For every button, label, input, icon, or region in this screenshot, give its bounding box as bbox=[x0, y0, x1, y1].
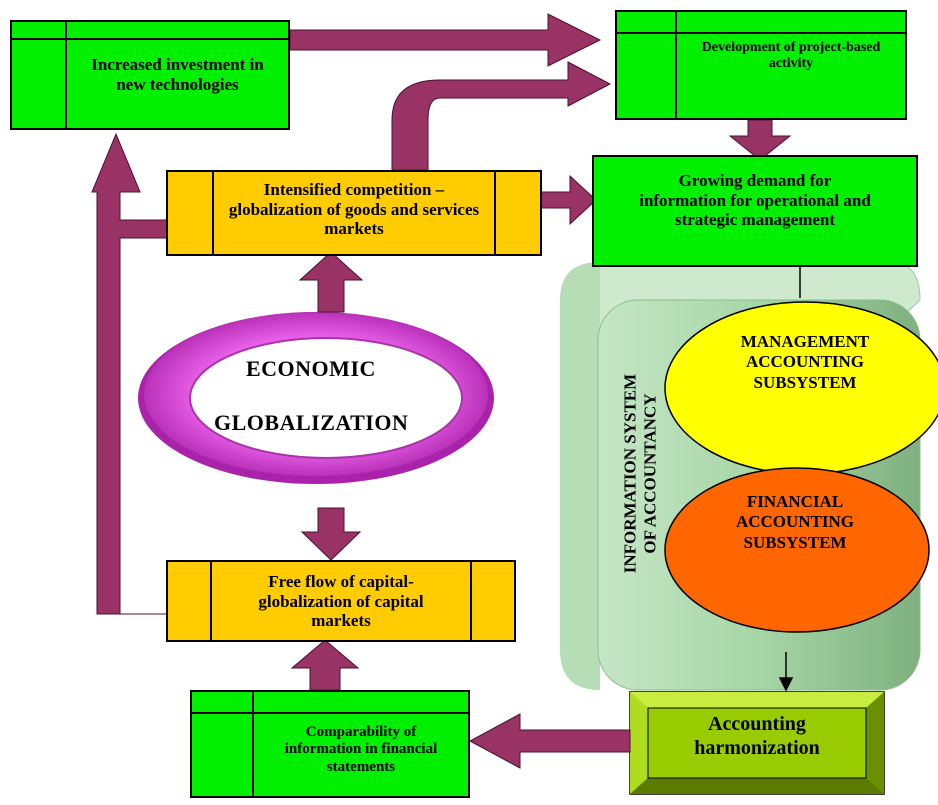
label-management-subsystem: MANAGEMENT ACCOUNTING SUBSYSTEM bbox=[740, 332, 870, 392]
arrow-harmonization-to-comparability bbox=[468, 713, 631, 769]
label-info-system-line2: OF ACCOUNTANCY bbox=[640, 393, 659, 554]
box-increased-investment-divider bbox=[65, 22, 67, 128]
arrow-comparability-to-freeflow bbox=[290, 639, 360, 691]
label-economic: ECONOMIC bbox=[246, 356, 376, 381]
arrow-ring-to-competition bbox=[298, 251, 364, 313]
label-info-system: INFORMATION SYSTEM OF ACCOUNTANCY bbox=[620, 334, 659, 614]
arrow-ring-to-freeflow bbox=[300, 507, 362, 561]
box-project-activity: Development of project-based activity bbox=[615, 10, 907, 120]
arrow-competition-to-demand bbox=[539, 174, 597, 226]
financial-ellipse bbox=[664, 467, 930, 633]
box-comparability-divider bbox=[252, 692, 254, 796]
arrow-loop-to-investment bbox=[91, 132, 169, 615]
box-growing-demand: Growing demand for information for opera… bbox=[592, 155, 918, 267]
box-free-flow: Free flow of capital- globalization of c… bbox=[166, 560, 516, 642]
label-info-system-line1: INFORMATION SYSTEM bbox=[620, 373, 640, 574]
arrow-investment-to-project bbox=[289, 13, 602, 67]
box-competition-right-bar bbox=[494, 172, 496, 254]
label-intensified-competition: Intensified competition – globalization … bbox=[228, 180, 480, 239]
box-project-activity-topline bbox=[617, 32, 905, 34]
flow-arrows bbox=[91, 13, 792, 769]
box-increased-investment: Increased investment in new technologies bbox=[10, 20, 290, 130]
globalization-ring bbox=[138, 312, 494, 484]
label-increased-investment: Increased investment in new technologies bbox=[91, 55, 264, 94]
arrow-project-to-demand bbox=[728, 119, 792, 161]
label-project-activity: Development of project-based activity bbox=[701, 40, 881, 72]
harmonization-bevel bbox=[629, 691, 885, 795]
label-growing-demand: Growing demand for information for opera… bbox=[639, 171, 871, 230]
label-comparability: Comparability of information in financia… bbox=[284, 724, 438, 775]
box-increased-investment-topline bbox=[12, 38, 288, 40]
box-intensified-competition: Intensified competition – globalization … bbox=[166, 170, 542, 256]
box-comparability: Comparability of information in financia… bbox=[190, 690, 470, 798]
info-system-side-face bbox=[560, 262, 600, 690]
label-free-flow: Free flow of capital- globalization of c… bbox=[258, 572, 424, 631]
label-financial-subsystem: FINANCIAL ACCOUNTING SUBSYSTEM bbox=[735, 492, 855, 552]
label-globalization: GLOBALIZATION bbox=[214, 410, 409, 435]
label-harmonization: Accounting harmonization bbox=[694, 713, 820, 759]
box-freeflow-right-bar bbox=[470, 562, 472, 640]
box-project-activity-divider bbox=[675, 12, 677, 118]
arrow-competition-to-project bbox=[391, 61, 612, 171]
box-freeflow-left-bar bbox=[210, 562, 212, 640]
box-comparability-topline bbox=[192, 712, 468, 714]
box-competition-left-bar bbox=[212, 172, 214, 254]
